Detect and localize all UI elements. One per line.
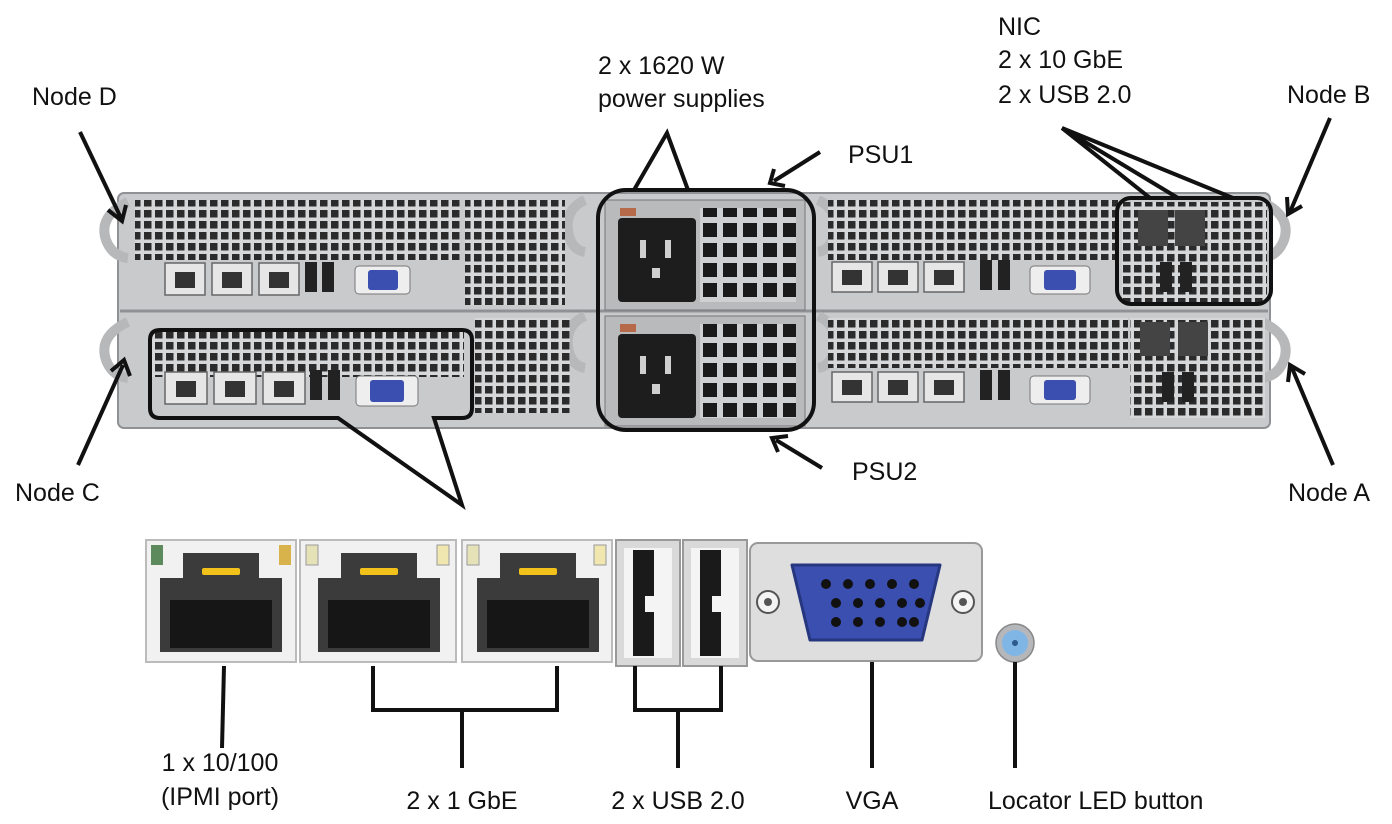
node-a-panel: [828, 318, 1265, 418]
node-c-panel: [152, 318, 570, 413]
psu-title-line-2: power supplies: [598, 85, 765, 113]
node-c-label: Node C: [15, 479, 100, 507]
port-closeup: [145, 539, 1035, 667]
locator-led-button: [995, 623, 1035, 663]
ipmi-label-line-1: 1 x 10/100: [161, 749, 279, 777]
psu-title-line-1: 2 x 1620 W: [598, 52, 725, 80]
node-d-panel: [135, 200, 565, 305]
vga-label: VGA: [845, 787, 899, 815]
usb-label: 2 x USB 2.0: [611, 787, 745, 815]
node-a-label: Node A: [1288, 479, 1371, 507]
gbe-label: 2 x 1 GbE: [406, 787, 518, 815]
psu-units: [604, 199, 806, 427]
nic-label-line-1: NIC: [998, 13, 1042, 41]
nic-label-line-3: 2 x USB 2.0: [998, 81, 1132, 109]
node-b-label: Node B: [1287, 81, 1371, 109]
callout-lines: [76, 117, 1335, 470]
rj45-ports: [145, 539, 613, 663]
usb-ports: [615, 539, 748, 667]
node-b-panel: [828, 200, 1267, 302]
node-d-label: Node D: [32, 83, 117, 111]
ipmi-label-line-2: (IPMI port): [160, 783, 280, 811]
nic-label-line-2: 2 x 10 GbE: [998, 46, 1124, 74]
locator-label: Locator LED button: [988, 787, 1204, 815]
psu1-label: PSU1: [848, 141, 914, 169]
highlight-boxes: [148, 188, 1273, 511]
psu2-label: PSU2: [852, 458, 918, 486]
vga-port: [749, 542, 983, 662]
port-bracket-lines: [220, 662, 1017, 768]
